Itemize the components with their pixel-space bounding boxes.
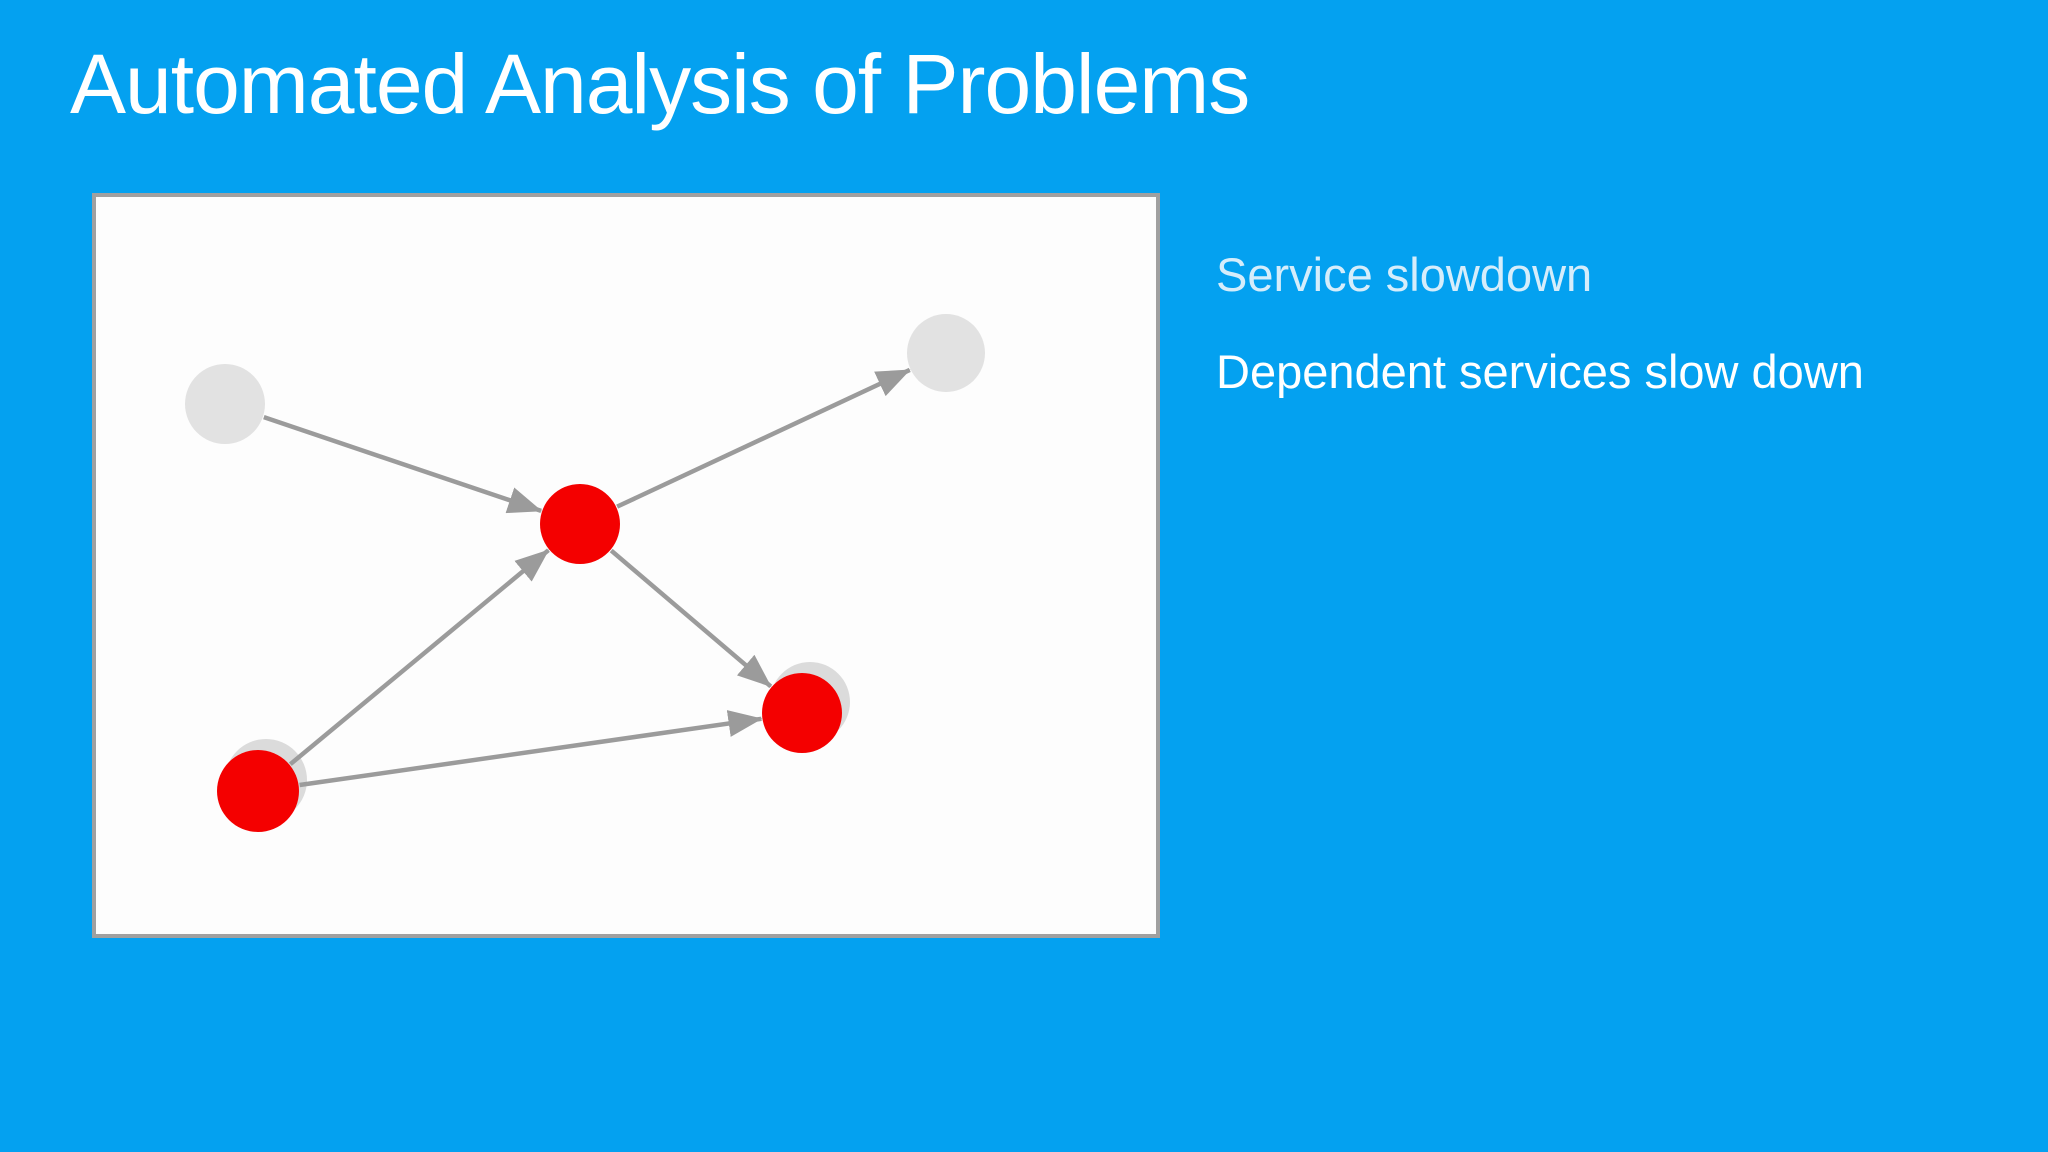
graph-node-c bbox=[907, 314, 985, 392]
graph-edge-b-c bbox=[616, 367, 911, 509]
graph-node-e bbox=[217, 750, 299, 832]
dependency-graph bbox=[185, 314, 985, 832]
diagram-panel bbox=[92, 193, 1160, 938]
graph-edge-e-b bbox=[288, 548, 550, 766]
page-title: Automated Analysis of Problems bbox=[70, 37, 1250, 131]
graph-node-a bbox=[185, 364, 265, 444]
graph-node-b bbox=[540, 484, 620, 564]
graph-edges bbox=[263, 367, 911, 788]
bullet-service-slowdown: Service slowdown bbox=[1216, 248, 1593, 301]
graph-edge-b-d bbox=[609, 548, 773, 689]
graph-edge-a-b bbox=[263, 414, 543, 514]
graph-nodes bbox=[185, 314, 985, 832]
graph-node-d bbox=[762, 673, 842, 753]
graph-edge-e-d bbox=[299, 710, 763, 788]
bullet-dependent-services: Dependent services slow down bbox=[1216, 345, 1864, 398]
